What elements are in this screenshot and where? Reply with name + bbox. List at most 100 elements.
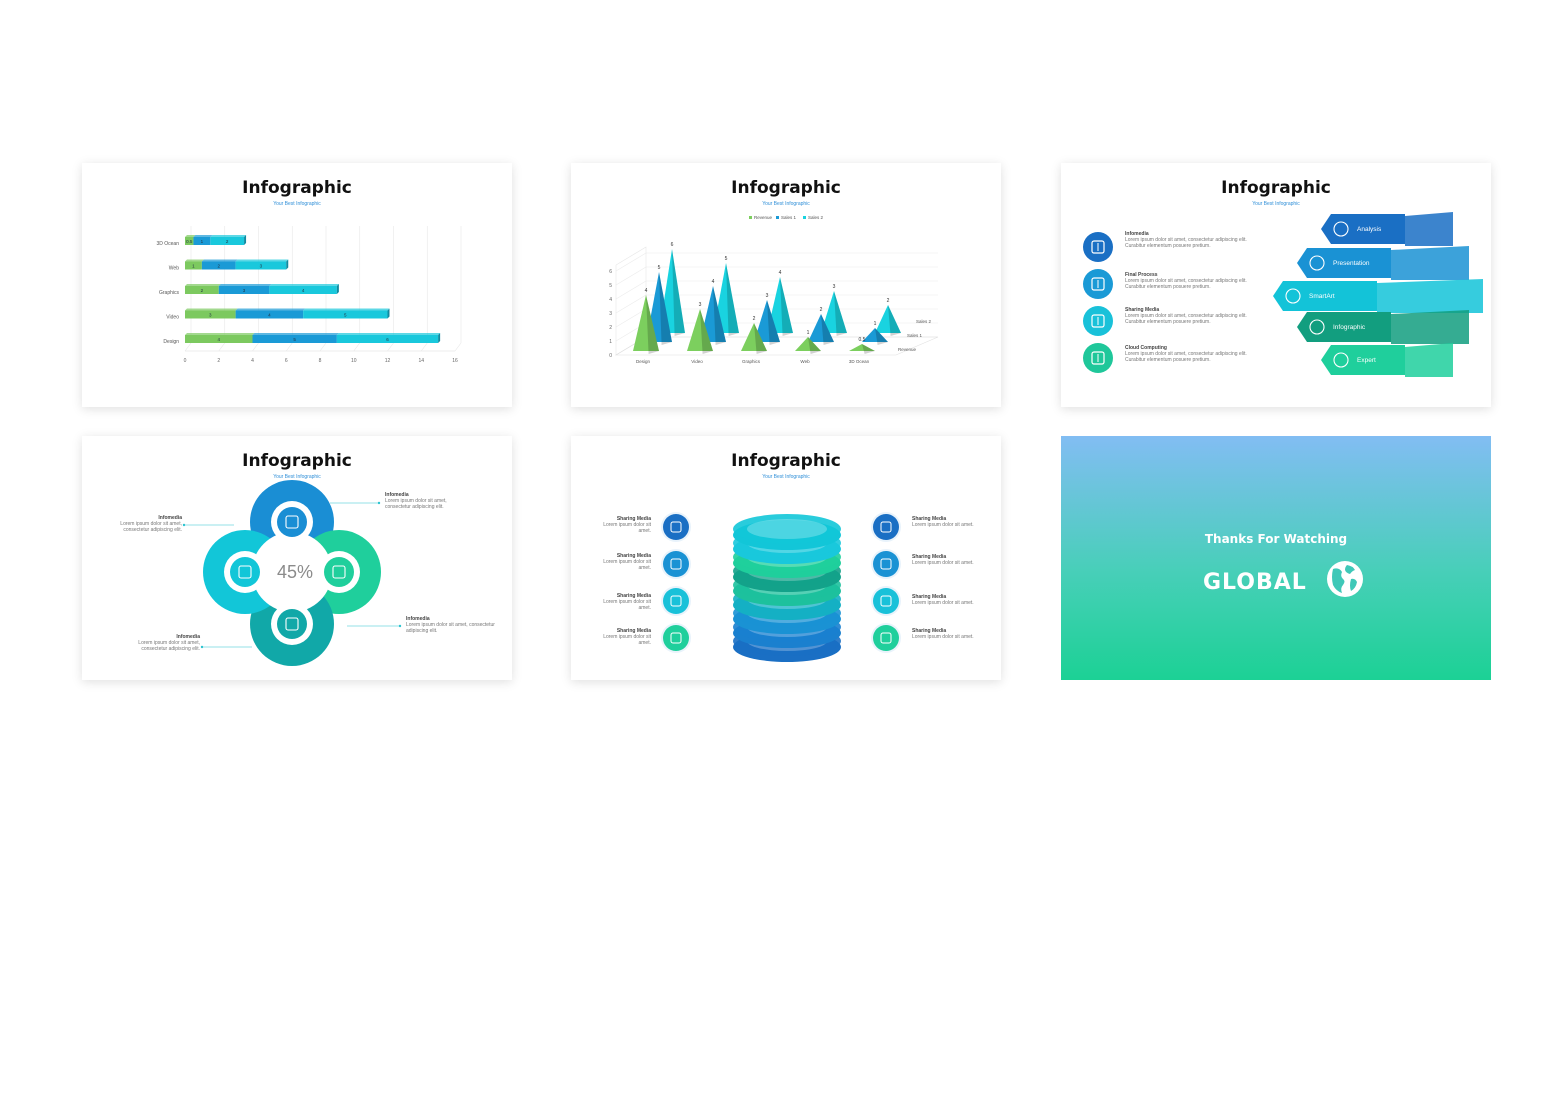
grid-line bbox=[319, 342, 327, 352]
globe-icon bbox=[880, 632, 892, 644]
arrow-block bbox=[1405, 343, 1453, 377]
inbox-icon bbox=[332, 565, 346, 579]
grid-line bbox=[615, 294, 647, 314]
slide-ring-stack[interactable]: Infographic Your Best Infographic Sharin… bbox=[571, 436, 1001, 680]
grid-line bbox=[615, 280, 647, 300]
cone bbox=[821, 291, 847, 333]
cone-shade bbox=[672, 249, 685, 336]
cone bbox=[687, 309, 713, 351]
cloud-sun-icon bbox=[1309, 319, 1325, 335]
grid-line bbox=[184, 342, 192, 352]
data-label: 4 bbox=[779, 270, 782, 276]
grid-line bbox=[421, 342, 428, 352]
flower-diagram: 45% bbox=[182, 480, 402, 666]
globe-icon-bg bbox=[873, 625, 899, 651]
cone-shade bbox=[767, 300, 780, 345]
bar-segment bbox=[201, 261, 236, 270]
sliders-icon bbox=[670, 521, 682, 533]
cone-shade bbox=[659, 272, 672, 345]
data-label: 4 bbox=[302, 288, 305, 293]
data-label: 4 bbox=[645, 288, 648, 294]
database-icon-bg bbox=[873, 588, 899, 614]
bar-top bbox=[336, 333, 441, 335]
category-label: 3D Ocean bbox=[849, 359, 870, 364]
x-tick-label: 12 bbox=[385, 358, 391, 364]
slide-thanks[interactable]: Thanks For Watching GLOBAL bbox=[1061, 436, 1491, 680]
bar-top bbox=[210, 235, 247, 237]
sliders-icon-bg bbox=[873, 514, 899, 540]
cone-shade bbox=[808, 337, 821, 354]
cone-shade bbox=[754, 323, 767, 354]
slide-arrow-list[interactable]: Infographic Your Best Infographic Analys… bbox=[1061, 163, 1491, 407]
slide-title: Infographic bbox=[731, 451, 841, 471]
bar-top bbox=[185, 284, 221, 286]
bar-segment bbox=[185, 261, 202, 270]
x-tick-label: 2 bbox=[217, 358, 220, 364]
category-label: Web bbox=[800, 359, 810, 364]
arrow-shape bbox=[1273, 281, 1377, 311]
data-label: 5 bbox=[293, 337, 296, 342]
x-tick-label: 8 bbox=[319, 358, 322, 364]
x-tick-label: 4 bbox=[251, 358, 254, 364]
arrow-block bbox=[1405, 212, 1453, 246]
arrow-block bbox=[1391, 246, 1469, 280]
bar-side bbox=[387, 308, 390, 319]
data-label: 2 bbox=[201, 288, 204, 293]
slide-title: Infographic bbox=[242, 178, 352, 198]
slide-flower-diagram[interactable]: Infographic Your Best Infographic 45% In… bbox=[82, 436, 512, 680]
hourglass-icon bbox=[1091, 240, 1105, 254]
cone bbox=[849, 344, 875, 351]
slide-cone-chart[interactable]: Infographic Your Best Infographic Revenu… bbox=[571, 163, 1001, 407]
grid-line bbox=[615, 308, 647, 328]
bar-segment bbox=[218, 286, 270, 294]
cone bbox=[633, 295, 659, 351]
data-label: 1 bbox=[201, 239, 204, 244]
data-label: 3 bbox=[209, 313, 212, 318]
bar-segment bbox=[185, 237, 194, 245]
slide-subtitle: Your Best Infographic bbox=[762, 474, 810, 480]
data-label: 2 bbox=[217, 264, 220, 269]
ring-hole bbox=[747, 519, 827, 539]
data-label: 3 bbox=[833, 284, 836, 290]
depth-label: Sales 2 bbox=[916, 319, 932, 324]
bar-top bbox=[193, 235, 213, 237]
category-label: Graphics bbox=[742, 359, 761, 364]
bar-side bbox=[336, 284, 339, 294]
bar-top bbox=[185, 308, 238, 311]
thumbs-up-icon bbox=[670, 558, 682, 570]
image-icon-bg bbox=[230, 557, 260, 587]
data-label: 3 bbox=[260, 264, 263, 269]
depth-label: Sales 1 bbox=[907, 333, 923, 338]
y-tick-label: 1 bbox=[609, 339, 612, 345]
arrow-block bbox=[1377, 279, 1483, 313]
bar-top bbox=[235, 259, 289, 262]
arrow-label: Presentation bbox=[1333, 260, 1370, 267]
bar-segment bbox=[303, 310, 388, 319]
bar-segment bbox=[185, 335, 253, 343]
arrow-shape bbox=[1297, 248, 1391, 278]
thanks-text: Thanks For Watching bbox=[1204, 532, 1348, 546]
thumbs-up-icon bbox=[880, 558, 892, 570]
gear-icon bbox=[1309, 255, 1325, 271]
data-label: 3 bbox=[699, 302, 702, 308]
bar-segment bbox=[252, 335, 337, 343]
bar-segment bbox=[336, 335, 439, 343]
database-icon bbox=[880, 595, 892, 607]
cone-shade bbox=[780, 277, 793, 336]
data-label: 1 bbox=[192, 264, 195, 269]
grid-line bbox=[615, 266, 647, 286]
globe-icon-bg bbox=[663, 625, 689, 651]
